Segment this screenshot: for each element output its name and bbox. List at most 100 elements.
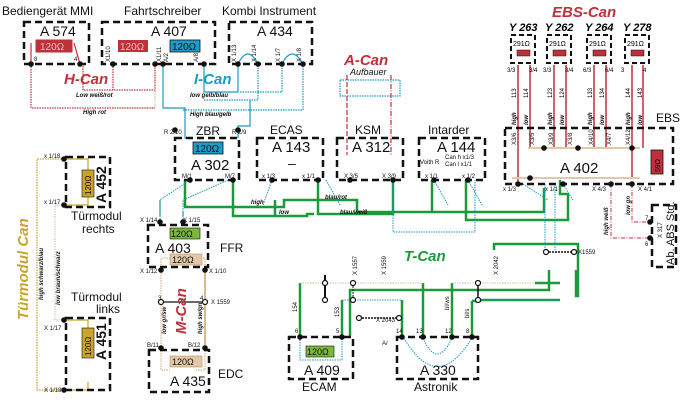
resistor-value: 120Ω (120, 42, 145, 53)
module-a302[interactable]: ZBR 120Ω A 302 R 2/10 R 2/9 M/1 M/7 (164, 124, 247, 182)
resistor-value: 120Ω (307, 347, 329, 357)
connector-ring (542, 248, 550, 256)
pin-label: x 1/3 (503, 187, 517, 193)
module-name: ECAM (302, 380, 337, 394)
wire-label-ksm-low: blau/weiß (340, 210, 368, 216)
resistor-h-icon (118, 40, 148, 52)
valve-pin: 4 (643, 68, 647, 74)
module-a574[interactable]: Bediengerät MMI A 574 120Ω 8 4 (2, 4, 93, 66)
pin-label: R 2/9 (232, 130, 247, 136)
valve-box (624, 34, 650, 64)
module-a451[interactable]: 120Ω A 451 Türmodul links X 1/17 X 1/18 (44, 290, 122, 394)
junction-dot (647, 235, 653, 241)
resistor-value: 59Ω (655, 159, 662, 172)
pin-label: 7 (645, 216, 649, 222)
note-can-h: Can h x1/3 (445, 155, 475, 161)
module-a143[interactable]: ECAS A 143 – x 1/3 x 1/1 (255, 123, 325, 182)
pin-label: X4/12 (626, 129, 632, 145)
t-can-intarder-low (464, 180, 570, 222)
valve-wire-low: low (600, 115, 606, 125)
t-can-high-main (183, 180, 546, 214)
module-ebs-std[interactable]: Ab. ABS Std. X 317 7 6 (645, 201, 678, 269)
connector-ring (395, 314, 403, 322)
junction-dot (158, 345, 164, 351)
resistor-icon (81, 327, 95, 359)
resistor-icon (305, 345, 335, 358)
module-id: A 143 (272, 139, 310, 156)
valve-box (546, 34, 572, 64)
pin-label: X 1/17 (44, 326, 62, 332)
junction-dot (180, 219, 186, 225)
wire-label-ebs-high: high weiß (604, 207, 610, 235)
valve-pin: 3/3 (507, 68, 516, 74)
pin-label: M/7 (225, 174, 236, 180)
resistor-i-icon (169, 39, 201, 53)
pin-label: X 4/1 (638, 187, 653, 193)
bus-label-ebs-can: EBS-Can (552, 4, 616, 21)
wire-label-153: 153 (335, 306, 341, 317)
valve-pin: 6/4 (605, 68, 614, 74)
pin-label: A/ (382, 341, 388, 347)
wire-label-t-low: low (279, 210, 289, 216)
h-can-high-wire (30, 64, 155, 109)
module-a435[interactable]: 120Ω A 435 EDC B/11 B/12 (147, 343, 244, 394)
module-a330[interactable]: A 330 Astronik 14 13 12 8 A/ (382, 329, 480, 394)
junction-dot (608, 181, 614, 187)
valve-id: Y 262 (545, 22, 574, 34)
pin-label: X 1/8 (297, 47, 303, 62)
resistor-value: 120Ω (84, 176, 93, 195)
bus-label-h-can: H-Can (64, 71, 108, 88)
junction-dot (172, 127, 178, 133)
module-a312[interactable]: KSM A 312 X 3/5 X 3/9 (335, 123, 405, 182)
module-a409[interactable]: 120Ω A 409 ECAM 6 5 (287, 329, 355, 394)
valve-wire-high-num: 133 (588, 87, 594, 98)
connector-ring (321, 296, 329, 304)
junction-dot (160, 61, 166, 67)
junction-dot (235, 127, 241, 133)
pin-label: 12 (445, 329, 452, 335)
ebs-can-wires (512, 65, 650, 239)
wire-label-t-high: high (251, 200, 264, 206)
module-id: A 312 (352, 139, 390, 156)
wire-label-bl-ws: bl/ws (445, 296, 451, 310)
module-a144[interactable]: Intarder A 144 Voith R Can h x1/3 Can l … (417, 123, 487, 182)
pin-label: 5 (336, 329, 340, 335)
h-can-res-lead (73, 42, 81, 65)
module-name: EBS (656, 111, 680, 125)
junction-dot (230, 177, 236, 183)
pin-label: X4/10 (589, 129, 595, 145)
h-can-low-wire (80, 62, 156, 91)
pin-label: B/11 (147, 343, 160, 349)
junction-dots (28, 61, 653, 393)
junction-dot (469, 334, 475, 340)
valve-resistor-value: 291Ω (589, 41, 606, 48)
bus-sublabel-aufbauer: Aufbauer (349, 67, 388, 77)
resistor-icon (35, 39, 73, 53)
valve-wire-high-num: 144 (626, 87, 632, 98)
note-can-l: Can l x1/1 (445, 162, 473, 168)
note-voith: Voith R (420, 160, 440, 166)
junction-dot (279, 61, 285, 67)
module-name: Fahrtschreiber (124, 4, 201, 18)
junction-dot (187, 177, 193, 183)
module-id: A 574 (40, 23, 76, 39)
module-a403[interactable]: 120Ω A 403 120Ω FFR X 1/14 X 1/15 X 1/12… (140, 218, 244, 275)
valve-pin: 3/4 (565, 68, 574, 74)
pin-label: X 1/18 (44, 388, 62, 394)
module-a407[interactable]: Fahrtschreiber A 407 120Ω 120Ω X1/10 X1/… (100, 4, 217, 66)
h-can-wires (30, 42, 156, 109)
valve-wire-high-num: 123 (548, 87, 554, 98)
valve-wire-high: high (512, 112, 518, 125)
pin-label: X 1/14 (140, 218, 158, 224)
junction-dot (300, 61, 306, 67)
module-a434[interactable]: Kombi Instrument A 434 X 1/13 X 1/14 X 1… (222, 4, 317, 66)
module-a402[interactable]: EBS A 402 59Ω X3/6 X3/5 X3/9 X3/8 X4/10 … (503, 111, 680, 193)
i-can-to-a434-14 (204, 64, 259, 101)
module-name: Ab. ABS Std. (665, 201, 677, 265)
module-a452[interactable]: 120Ω A 452 Türmodul rechts x 1/18 x 1/17 (44, 154, 122, 236)
